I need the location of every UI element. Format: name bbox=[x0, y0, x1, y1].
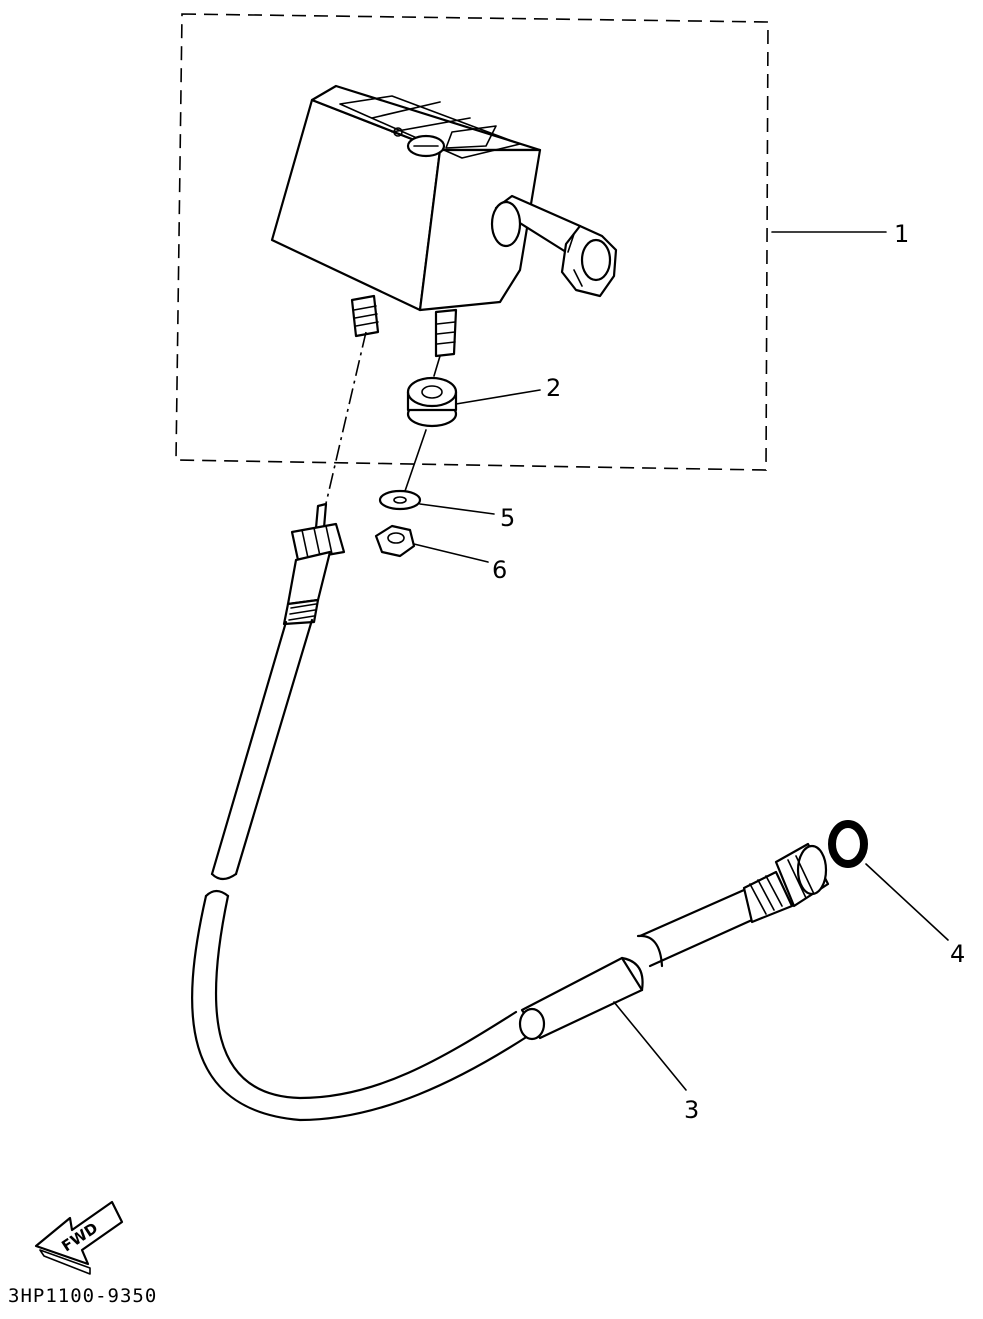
grommet bbox=[406, 376, 458, 428]
callout-3: 3 bbox=[684, 1096, 699, 1124]
leader-4 bbox=[865, 863, 949, 941]
assembly-boundary bbox=[175, 13, 769, 471]
drawing-code: 3HP1100-9350 bbox=[8, 1285, 157, 1307]
callout-2: 2 bbox=[546, 374, 561, 402]
leader-5 bbox=[419, 503, 495, 515]
washer bbox=[378, 489, 422, 511]
forward-arrow-icon: FWD bbox=[34, 1200, 124, 1275]
callout-4: 4 bbox=[950, 940, 965, 968]
callout-1: 1 bbox=[894, 220, 909, 248]
callout-5: 5 bbox=[500, 504, 515, 532]
nut bbox=[374, 524, 416, 558]
leader-6 bbox=[413, 543, 489, 563]
speedometer-cable bbox=[191, 502, 830, 1122]
leader-3 bbox=[613, 1001, 687, 1091]
speedometer-assembly bbox=[270, 84, 618, 358]
leader-2 bbox=[455, 389, 541, 405]
o-ring bbox=[828, 820, 868, 868]
stud-centerline bbox=[403, 355, 441, 495]
cable-centerline bbox=[323, 331, 367, 513]
callout-6: 6 bbox=[492, 556, 507, 584]
